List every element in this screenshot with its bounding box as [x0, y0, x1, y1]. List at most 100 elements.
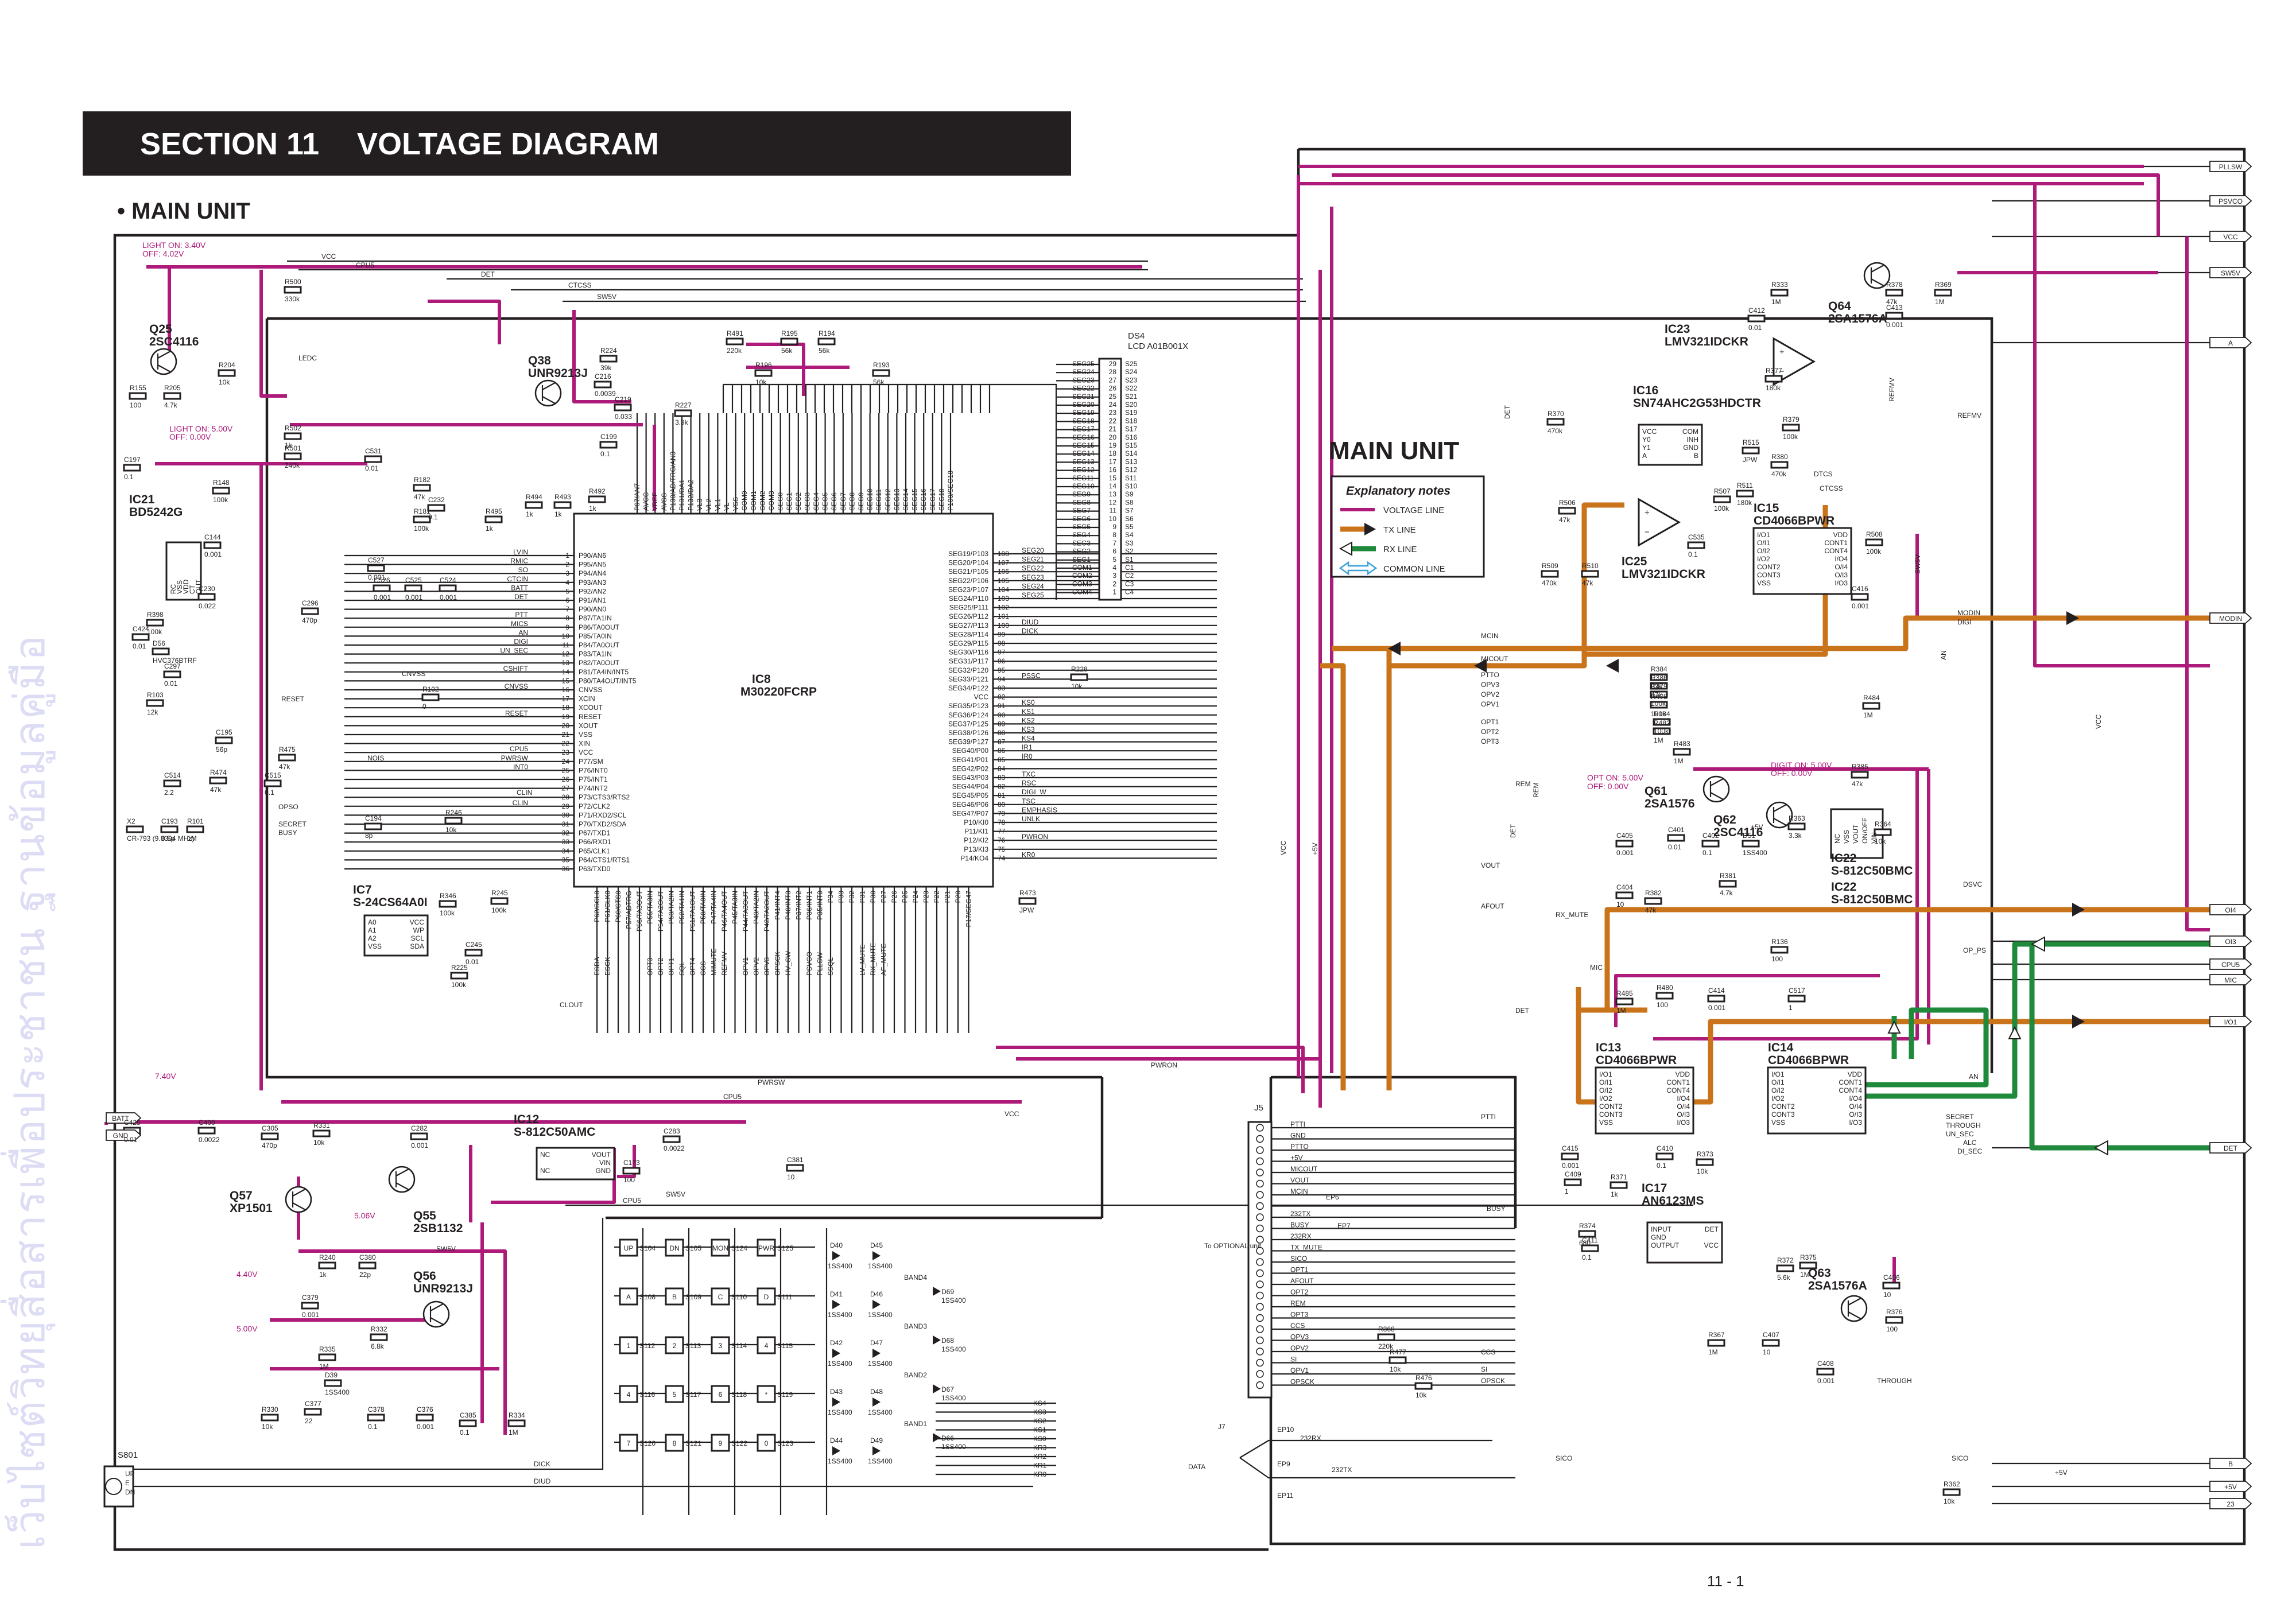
- ic8-left-signal: DIGI: [514, 638, 528, 646]
- j5-pin-label: PTTI: [1290, 1120, 1305, 1128]
- part-value: 2.2: [164, 789, 174, 797]
- part-ref: C297: [164, 662, 181, 670]
- ic8-top-pin: SEG9: [857, 492, 865, 511]
- ic8-left-signal: RMIC: [510, 557, 528, 565]
- part-value: 47k: [279, 763, 290, 771]
- part-value: 470p: [262, 1141, 277, 1150]
- ic21-part: BD5242G: [129, 506, 183, 519]
- part-value: 4.7k: [164, 401, 178, 409]
- key-label: PWR: [758, 1244, 774, 1252]
- part-ref: R330: [262, 1405, 278, 1414]
- connector-5v: [2209, 1481, 2252, 1492]
- part-value: 100k: [147, 628, 162, 636]
- ic8-left-pin: P70/TXD2/SDA: [579, 820, 626, 828]
- ic17-pin: INPUT: [1651, 1225, 1672, 1233]
- signal-wires: [133, 165, 2210, 1515]
- part-ref: X2: [127, 817, 135, 825]
- part-x2: [126, 825, 144, 833]
- ds4-pin-num: 2: [1112, 580, 1116, 588]
- ep-label: EP11: [1277, 1492, 1294, 1500]
- ds4-seg: COM1: [1072, 564, 1092, 572]
- key-diode-ref: D41: [830, 1290, 843, 1298]
- ds4-pin: S21: [1125, 393, 1138, 401]
- j5-pin: [1256, 1258, 1264, 1266]
- ic8-right-pin-num: 94: [998, 675, 1006, 683]
- ds4-pin-num: 20: [1109, 433, 1117, 441]
- ic8-left-pin-num: 24: [562, 758, 570, 766]
- part-value: 100k: [414, 525, 429, 533]
- part-r334: [507, 1419, 526, 1427]
- ic8-right-signal: EMPHASIS: [1022, 806, 1057, 814]
- connector-io1: [2209, 1016, 2252, 1027]
- ic8-right-pin-num: 78: [998, 818, 1006, 826]
- voltage-line-q56: [298, 1249, 507, 1435]
- ds4-pin: S10: [1125, 482, 1138, 490]
- note-opt-off-000: OFF: 0.00V: [1587, 782, 1629, 791]
- ic21-pin: VDD: [182, 579, 190, 594]
- q61-emitter: [1710, 792, 1724, 800]
- key-id: S122: [731, 1439, 747, 1447]
- part-r335: [318, 1353, 336, 1361]
- ic8-top-pin: SEG2: [794, 492, 802, 511]
- part-value: 1k: [589, 504, 597, 512]
- ic22-ref: IC22: [1831, 852, 1856, 865]
- q62-part: 2SC4116: [1713, 826, 1763, 839]
- part-ref: C305: [262, 1124, 278, 1132]
- ic8-right-pin: SEG33/P121: [948, 675, 988, 683]
- rx-lines: [1843, 936, 2210, 1156]
- part-ref: R478: [1651, 693, 1667, 701]
- ic8-right-signal: RSC: [1022, 779, 1037, 787]
- ic8-left-signal: CSHIFT: [503, 665, 529, 673]
- part-r368: [1377, 1333, 1395, 1341]
- connector-label: MODIN: [2219, 615, 2242, 623]
- part-ref: C424: [133, 625, 149, 633]
- ds4-seg: SEG18: [1072, 417, 1095, 425]
- part-ref: C406: [1883, 1273, 1900, 1282]
- ic8-left-signal: CNVSS: [505, 682, 528, 690]
- ic8-bottom-pin: P51/TA1OUT: [689, 890, 697, 931]
- part-value: 4.7k: [1720, 889, 1733, 897]
- net-plus5v: +5V: [2055, 1469, 2068, 1477]
- part-ref: C377: [305, 1400, 321, 1408]
- part-value: 47k: [1582, 579, 1593, 587]
- ic8-right-pin-num: 76: [998, 836, 1006, 844]
- part-value: 1M: [509, 1428, 518, 1436]
- ic8-right-pin: P13/KI3: [964, 845, 988, 853]
- ds4-pin: S25: [1125, 360, 1138, 368]
- part-ref: R374: [1579, 1222, 1596, 1230]
- part-c406: [1882, 1282, 1901, 1290]
- ic8-left-signal: CLIN: [513, 799, 528, 807]
- part-value: 56k: [873, 378, 885, 386]
- key-label: 7: [627, 1439, 631, 1447]
- diode-d48: [872, 1397, 881, 1407]
- ic8-bottom-pin: P20: [954, 891, 962, 903]
- ic13-pin: VDD: [1676, 1070, 1690, 1078]
- part-value: 47k: [1852, 780, 1863, 788]
- ic22-pin: VSS: [1843, 830, 1851, 844]
- ic8-right-pin: VCC: [974, 693, 989, 701]
- ic8-bottom-pin: P26: [890, 891, 898, 903]
- ic8-top-pin: P131/DA1: [678, 479, 686, 511]
- part-ref: R193: [873, 361, 890, 369]
- part-ref: C415: [1562, 1144, 1578, 1152]
- ic8-bottom-pin: P24: [912, 891, 920, 903]
- net-rem: REM: [1515, 780, 1531, 788]
- ic8-top-pin: AVSS: [660, 493, 668, 511]
- part-value: 100k: [491, 906, 507, 914]
- q63-symbol: [1840, 1295, 1868, 1322]
- key-label: B: [672, 1293, 677, 1301]
- part-value: 0.1: [265, 789, 274, 797]
- voltage-line-q38: [572, 310, 631, 403]
- part-r373: [1696, 1158, 1714, 1166]
- ic8-left-pin: CNVSS: [579, 686, 602, 694]
- part-value: 100k: [1651, 700, 1666, 708]
- connector-b: [2209, 1458, 2252, 1469]
- ic14-pin: I/O3: [1849, 1119, 1862, 1127]
- part-value: 0.001: [204, 550, 222, 558]
- net-ptti: PTTI: [1481, 1113, 1496, 1121]
- part-ref: C380: [359, 1253, 376, 1261]
- ic15-pin: I/O2: [1757, 555, 1770, 563]
- part-ref: R101: [187, 817, 204, 825]
- part-ref: R377: [1766, 367, 1782, 375]
- part-ref: R375: [1800, 1253, 1817, 1261]
